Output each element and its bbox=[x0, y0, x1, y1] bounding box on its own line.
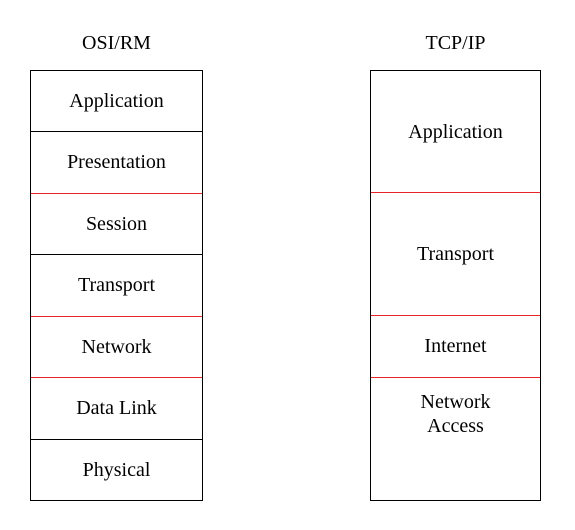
osi-layer-physical: Physical bbox=[31, 440, 202, 501]
tcpip-layer-internet: Internet bbox=[371, 316, 540, 378]
osi-layer-data-link: Data Link bbox=[31, 378, 202, 440]
osi-layer-application: Application bbox=[31, 70, 202, 132]
osi-title: OSI/RM bbox=[82, 32, 151, 54]
osi-layer-session: Session bbox=[31, 194, 202, 255]
osi-layer-presentation: Presentation bbox=[31, 132, 202, 194]
tcpip-layer-application: Application bbox=[371, 70, 540, 193]
osi-stack: Application Presentation Session Transpo… bbox=[30, 70, 203, 501]
tcpip-layer-network-access: Network Access bbox=[371, 378, 540, 501]
osi-layer-network: Network bbox=[31, 317, 202, 378]
tcpip-layer-transport: Transport bbox=[371, 193, 540, 316]
tcpip-title: TCP/IP bbox=[425, 32, 486, 54]
tcpip-layer-network-access-label: Network Access bbox=[420, 390, 491, 437]
osi-layer-transport: Transport bbox=[31, 255, 202, 317]
tcpip-stack: Application Transport Internet Network A… bbox=[370, 70, 541, 501]
